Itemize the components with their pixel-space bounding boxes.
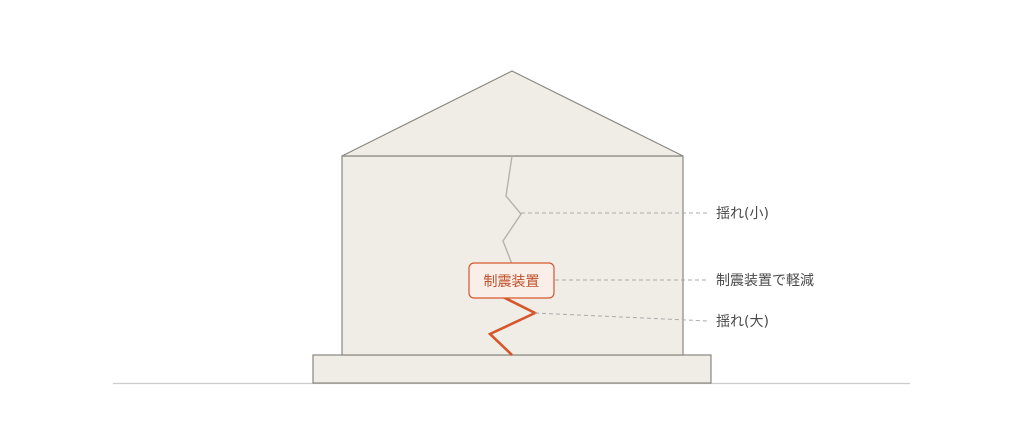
- reduction-label: 制震装置で軽減: [716, 272, 814, 289]
- small-shake-zigzag: [502, 155, 522, 265]
- small-shake-label: 揺れ(小): [716, 206, 769, 222]
- large-shake-zigzag: [487, 295, 538, 356]
- large-shake-label: 揺れ(大): [716, 314, 769, 330]
- large-shake-leader: [534, 312, 709, 322]
- foundation: [312, 354, 712, 384]
- roof: [341, 70, 684, 157]
- building-body: [341, 155, 684, 356]
- damper-device-box: [468, 262, 555, 299]
- damper-device-label: 制震装置: [484, 274, 540, 290]
- damper-device: 制震装置: [468, 262, 555, 299]
